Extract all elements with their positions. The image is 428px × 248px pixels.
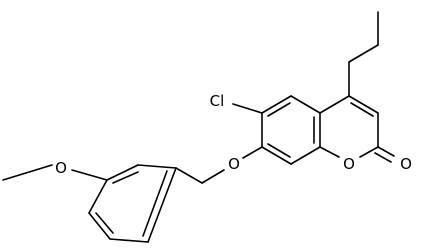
bond-c2-o1	[359, 146, 379, 158]
bond-c5-c6-inner	[267, 102, 291, 117]
bond-c7-c8-inner	[267, 143, 291, 158]
chlorine-label: Cl	[210, 92, 225, 110]
methoxy-oxygen-label: O	[55, 159, 67, 177]
carbonyl-oxygen-label: O	[400, 155, 412, 173]
bond-o1-c8a	[319, 146, 340, 158]
bond-c4a-c5	[290, 95, 321, 114]
bond-c4-c3-inner	[350, 102, 374, 117]
bond-c6p-c1p	[147, 167, 177, 243]
bond-c5-c6	[261, 95, 292, 114]
bond-c3p-c4p	[88, 179, 108, 214]
bond-c8-c8a	[290, 146, 321, 165]
bond-c7-o	[242, 146, 263, 159]
bond-c5p-c6p	[109, 238, 149, 243]
bond-c2-carbonyl-b	[374, 152, 392, 163]
bond-c4p-c5p-inner	[95, 212, 114, 234]
ether-oxygen-label: O	[228, 155, 240, 173]
bond-c6p-c1p-inner	[142, 170, 168, 237]
bond-c7-c8	[261, 146, 292, 165]
bond-c2p-c3p	[106, 164, 139, 181]
bond-c4p-c5p	[88, 212, 111, 240]
bond-c2p-c3p-inner	[112, 171, 139, 184]
bond-c6-cl	[232, 103, 263, 114]
bond-c2-carbonyl-a	[377, 146, 395, 157]
bond-c1p-c2p	[137, 164, 177, 169]
bond-ch2-c1p	[175, 167, 203, 184]
bond-propyl-2	[348, 44, 379, 63]
bond-o-methyl	[2, 164, 53, 181]
bond-o-ch2	[201, 169, 225, 184]
bond-c3p-o	[71, 169, 108, 181]
bond-c4-c3-outer	[348, 95, 379, 114]
bond-c4a-c4	[319, 95, 350, 114]
ring-oxygen-label: O	[343, 155, 355, 173]
